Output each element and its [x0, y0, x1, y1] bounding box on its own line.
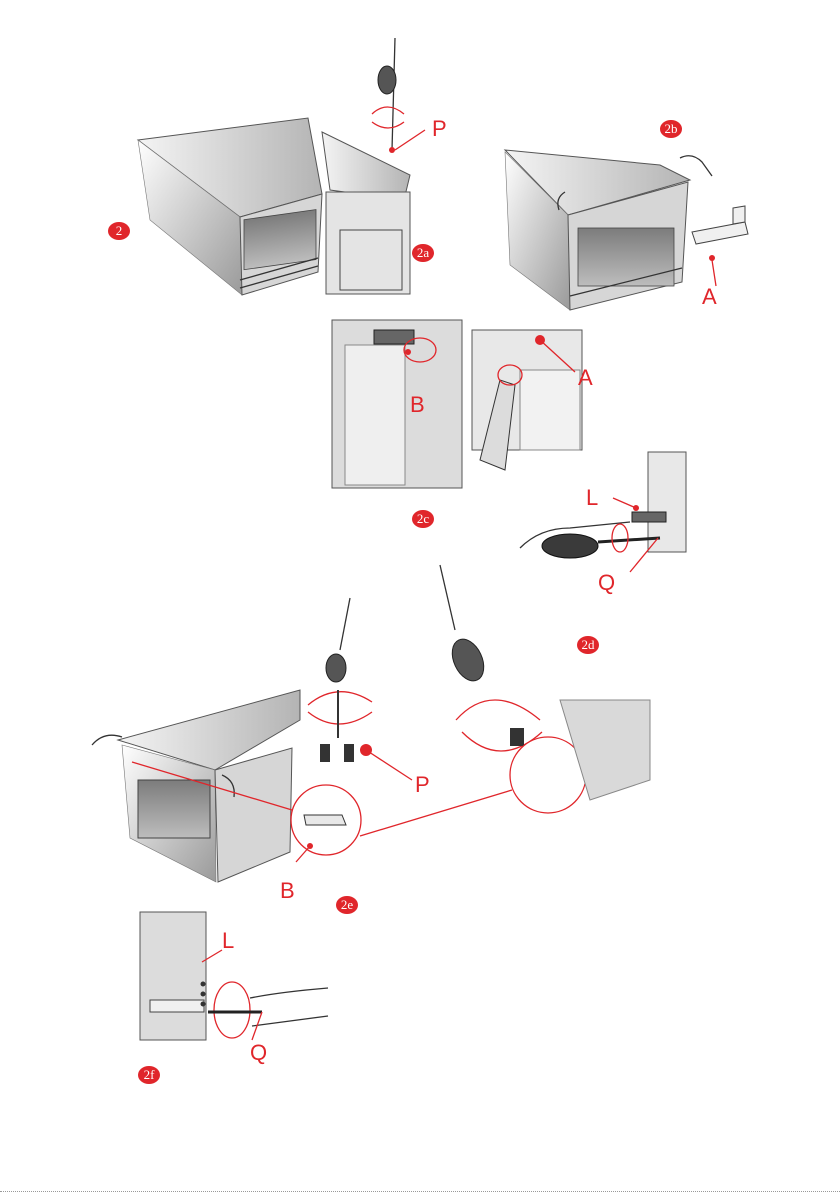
step-badge-2a: 2a: [412, 244, 434, 262]
callout-q-2f: Q: [250, 1042, 267, 1064]
step-badge-2: 2: [108, 222, 130, 240]
appliance-step-2e: [92, 565, 650, 882]
callout-l-2f: L: [222, 930, 234, 952]
callout-p-2e: P: [415, 774, 430, 796]
callout-b-2e: B: [280, 880, 295, 902]
appliance-step-2c: [332, 320, 582, 488]
appliance-step-2a: [322, 38, 425, 294]
callout-a-bracket: A: [702, 286, 717, 308]
step-badge-2f: 2f: [138, 1066, 160, 1084]
appliance-step-2d: [520, 452, 686, 572]
callout-q-2d: Q: [598, 572, 615, 594]
step-badge-2b: 2b: [660, 120, 682, 138]
callout-a-cabinet: A: [578, 367, 593, 389]
step-badge-2c: 2c: [412, 510, 434, 528]
step-badge-2e: 2e: [336, 896, 358, 914]
callout-b-cabinet: B: [410, 394, 425, 416]
appliance-step-2: [138, 118, 322, 295]
step-badge-2d: 2d: [577, 636, 599, 654]
callout-l-2d: L: [586, 487, 598, 509]
callout-p-top: P: [432, 118, 447, 140]
